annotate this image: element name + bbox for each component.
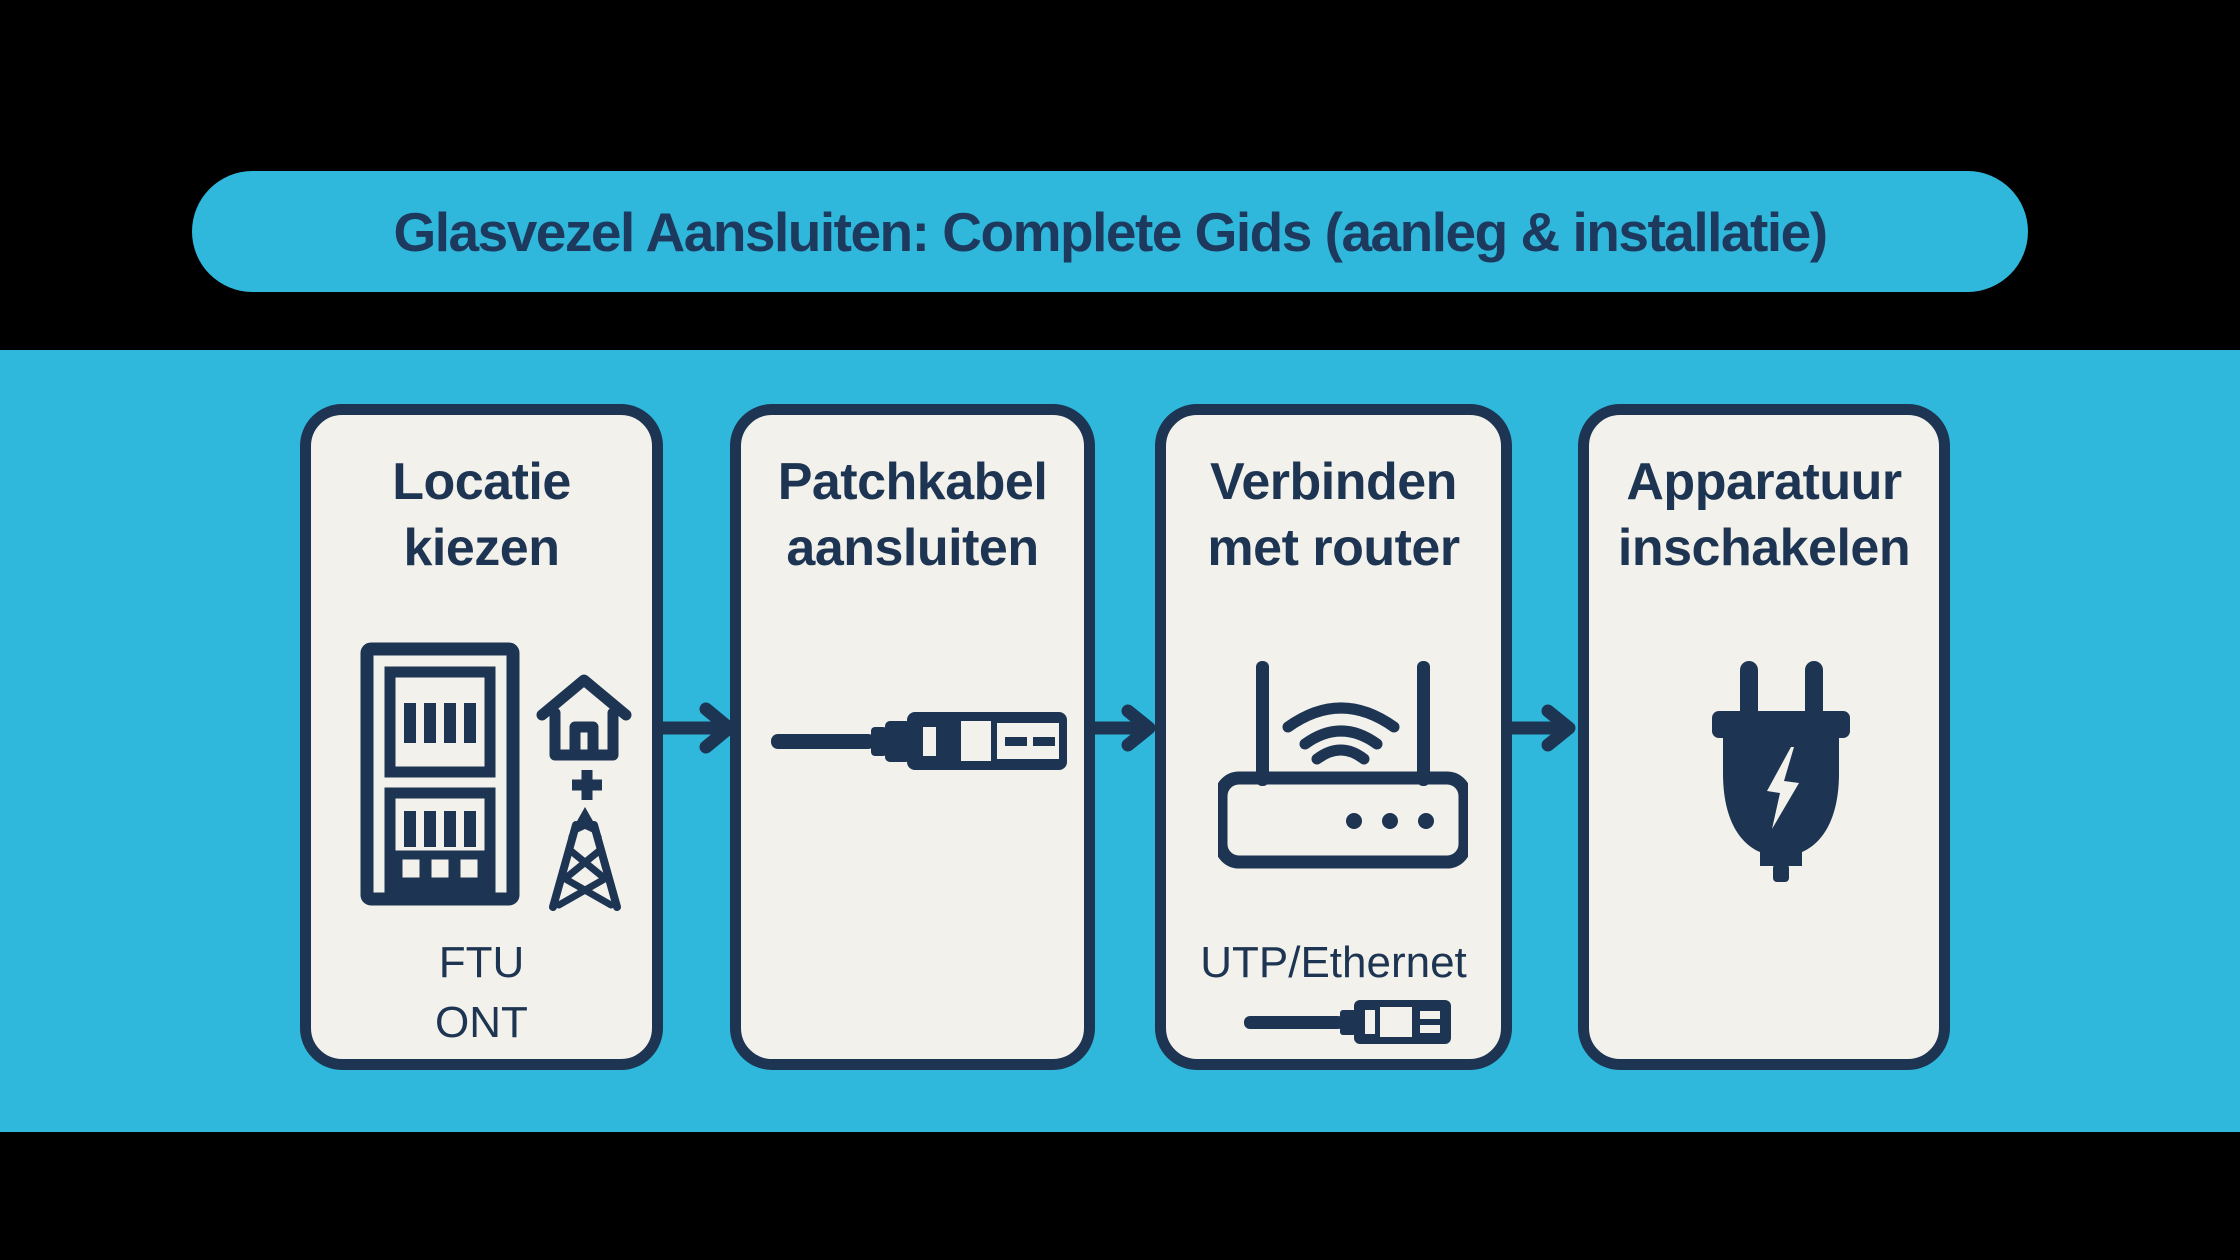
step-card-verbinden-met-router: Verbinden met router UTP/Ethernet	[1155, 404, 1512, 1070]
ftu-label: FTU	[438, 938, 525, 987]
fiber-patch-cable-icon	[771, 712, 1067, 770]
step-title: Verbinden met router	[1207, 453, 1460, 577]
step-title: Patchkabel aansluiten	[777, 453, 1048, 577]
step-card-apparatuur-inschakelen: Apparatuur inschakelen	[1578, 404, 1950, 1070]
ethernet-cable-icon	[1244, 1000, 1451, 1044]
house-icon	[536, 674, 632, 761]
plus-icon	[572, 770, 602, 800]
step-title: Apparatuur inschakelen	[1617, 453, 1911, 577]
step-sub-labels: FTU ONT	[311, 933, 652, 1053]
step-title: Locatie kiezen	[392, 453, 571, 577]
wifi-router-icon	[1218, 661, 1468, 869]
title-banner: Glasvezel Aansluiten: Complete Gids (aan…	[192, 171, 2028, 292]
utp-ethernet-label: UTP/Ethernet	[1200, 938, 1467, 987]
step-card-patchkabel-aansluiten: Patchkabel aansluiten	[730, 404, 1095, 1070]
step-sub-labels: UTP/Ethernet	[1166, 933, 1501, 993]
antenna-tower-icon	[549, 807, 621, 911]
ftu-cabinet-icon	[360, 642, 520, 906]
step-card-locatie-kiezen: Locatie kiezen	[300, 404, 663, 1070]
power-plug-icon	[1712, 661, 1850, 882]
ont-label: ONT	[435, 998, 528, 1047]
flow-arrow-icon	[1510, 704, 1576, 752]
flow-arrow-icon	[1090, 704, 1156, 752]
page-title: Glasvezel Aansluiten: Complete Gids (aan…	[393, 200, 1828, 263]
flow-arrow-icon	[652, 702, 736, 754]
